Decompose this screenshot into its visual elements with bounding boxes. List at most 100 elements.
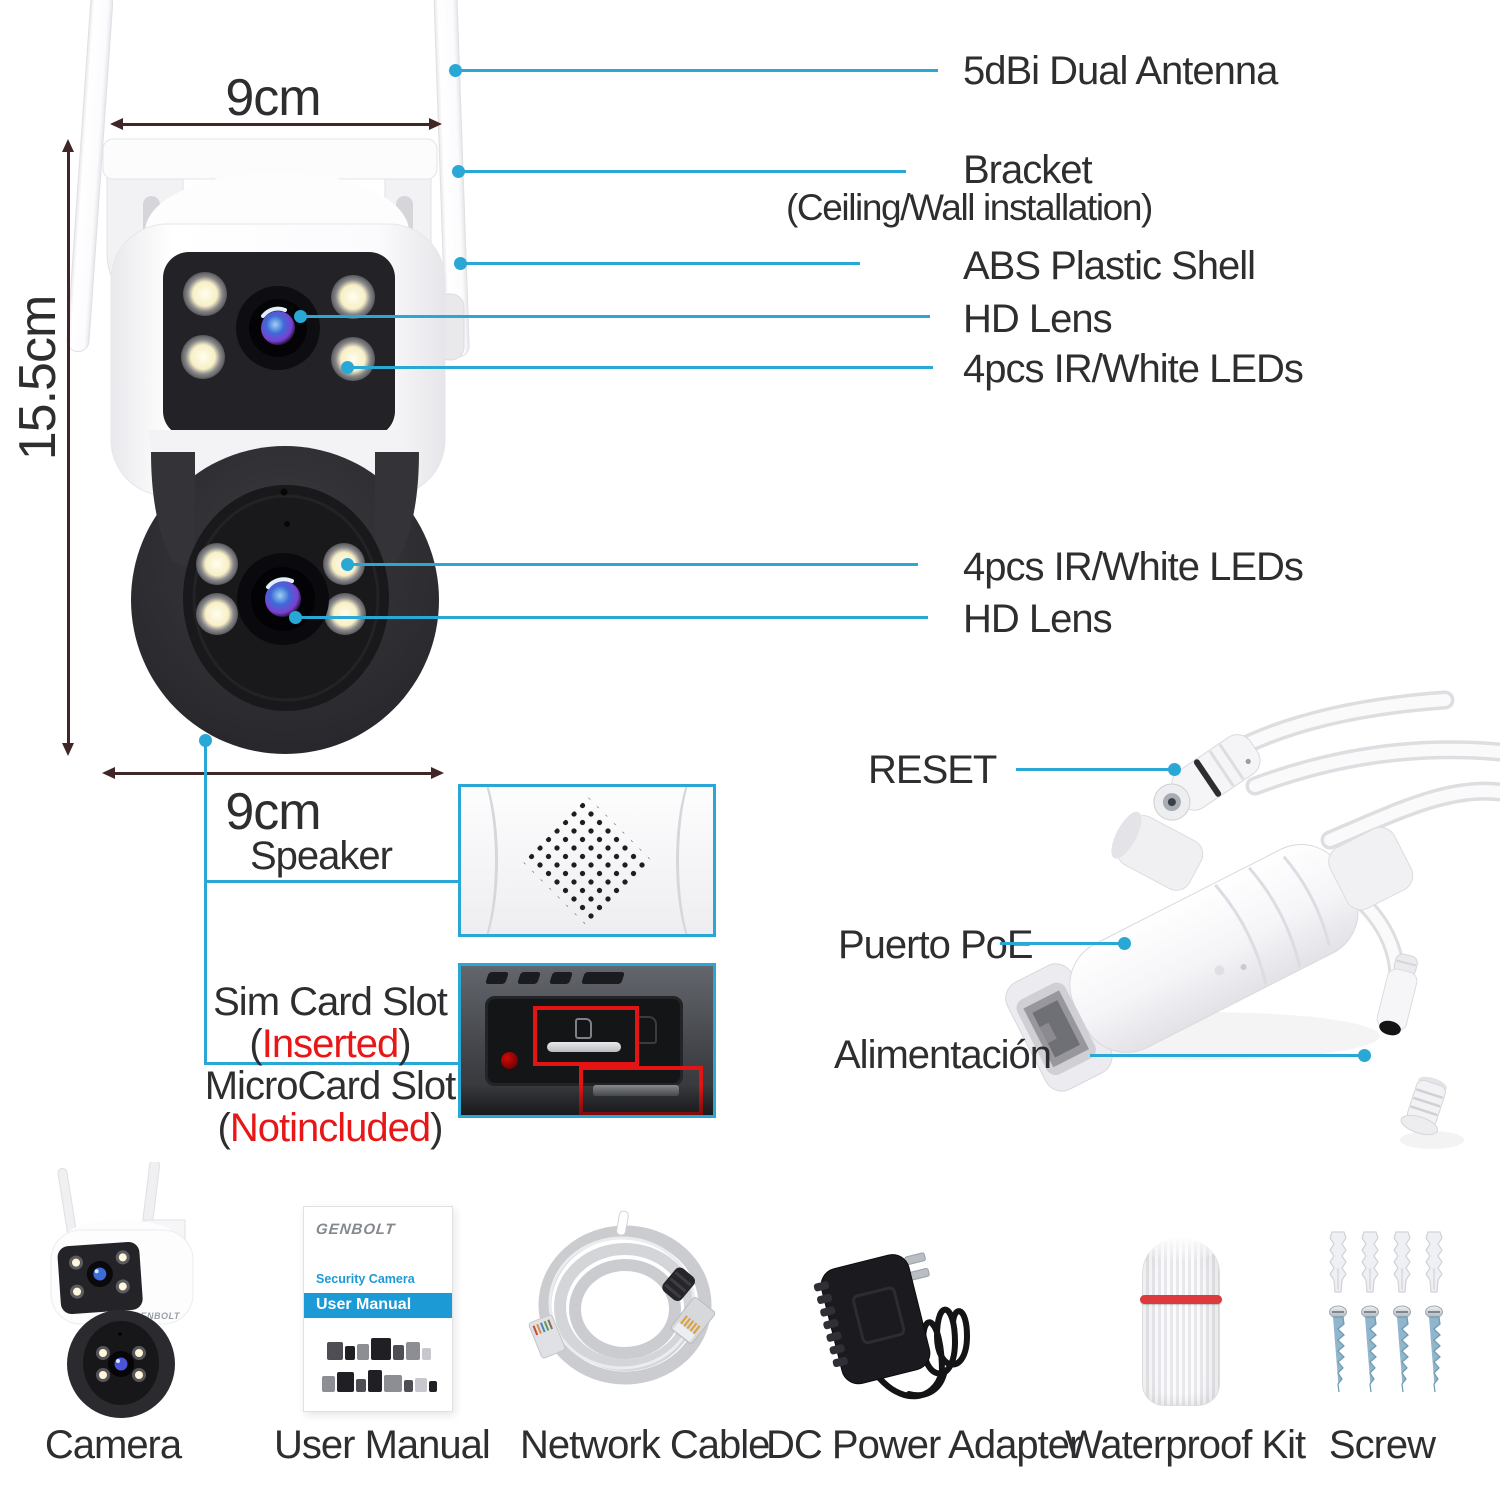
cable-bundle-photo [1005,690,1500,1149]
caption-network-cable: Network Cable [520,1423,770,1467]
label-hd-lens-top: HD Lens [963,297,1113,341]
arrowhead [62,743,74,756]
shadow [461,1085,713,1115]
rj45-connector-icon [528,1314,566,1359]
label-reset: RESET [868,748,997,792]
label-speaker: Speaker [250,834,393,878]
callout-dot [1358,1049,1371,1062]
arrowhead [429,118,442,130]
vent [549,972,573,984]
manual-product-montage [316,1338,442,1360]
sim-highlight-box [533,1006,639,1066]
callout-dot [294,310,307,323]
bottom-width-label: 9cm [225,783,321,841]
sim-card-icon [575,1018,592,1039]
mini-upper-panel [57,1241,143,1315]
label-sim-status: (Inserted) [249,1022,411,1066]
reset-plug [1153,734,1261,821]
top-width-line [122,123,430,126]
left-antenna-icon [66,0,114,353]
callout-line-reset [1016,768,1172,771]
callout-dot [1168,763,1181,776]
sim-status-value: Inserted [261,1022,400,1066]
callout-dot [289,611,302,624]
speaker-photo [458,784,716,937]
callout-dot [341,361,354,374]
caption-screw: Screw [1328,1423,1436,1467]
micro-sd-slot [593,1085,679,1096]
camera-photo [66,0,470,754]
speaker-edge [461,787,498,934]
accessory-waterproof-kit-photo [1140,1238,1222,1406]
label-antenna: 5dBi Dual Antenna [963,49,1278,93]
accessory-screws-photo [1328,1231,1444,1393]
callout-line-leds-bottom [353,563,918,566]
label-power: Alimentación [834,1033,1052,1077]
accessory-power-adapter-photo [813,1252,971,1400]
callout-dot [1118,937,1131,950]
label-bracket-sub: (Ceiling/Wall installation) [786,187,1153,228]
label-leds-top: 4pcs IR/White LEDs [963,347,1304,391]
caption-waterproof-kit: Waterproof Kit [1065,1423,1306,1467]
callout-line-antenna [461,69,938,72]
callout-line-bracket [464,170,906,173]
callout-line-leds-top [353,366,933,369]
label-bracket: Bracket [963,148,1093,192]
micro-status-value: Notincluded [229,1106,431,1150]
accessory-network-cable-photo [528,1210,716,1385]
upper-camera-panel [163,252,395,437]
callout-dot [341,558,354,571]
cable-boot [662,1267,696,1301]
height-label: 15.5cm [9,295,67,461]
accessory-camera-photo: GENBOLT [50,1162,194,1418]
callout-line-shell [466,262,860,265]
connector-line-speaker [204,880,460,883]
callout-line-poe [1000,942,1122,945]
power-connector [1376,953,1418,1036]
vent [581,972,625,984]
arrowhead [62,139,74,152]
connector-vertical-line [204,741,207,1065]
poe-dongle [1005,826,1414,1092]
accessory-manual-photo: GENBOLT Security Camera User Manual [303,1206,453,1412]
sim-labels: Sim Card Slot (Inserted) MicroCard Slot … [160,981,500,1149]
manual-title-banner: User Manual [304,1293,452,1318]
sd-highlight-box [579,1066,703,1115]
manual-subtitle: Security Camera [316,1272,415,1286]
callout-line-power [1090,1054,1362,1057]
reset-hole-icon [501,1052,518,1069]
bottom-width-line [114,772,432,775]
speaker-edge [676,787,713,934]
label-micro-status: (Notincluded) [217,1106,444,1150]
arrowhead [431,767,444,779]
upper-hd-lens-icon [236,286,320,370]
callout-dot [449,64,462,77]
vent [485,972,509,984]
caption-camera: Camera [44,1423,182,1467]
rj45-connector-icon [670,1297,716,1344]
label-micro-title: MicroCard Slot [204,1064,457,1108]
callout-dot [452,165,465,178]
manual-product-montage [316,1370,442,1392]
lower-hd-lens-icon [237,553,329,645]
caption-power-adapter: DC Power Adapter [766,1423,1082,1467]
callout-line-hd-lens-top [306,315,930,318]
top-width-label: 9cm [225,69,321,127]
label-sim-title: Sim Card Slot [213,980,448,1024]
vent [517,972,541,984]
brand-logo: GENBOLT [315,1221,397,1238]
lower-camera-ball [131,446,439,754]
height-line [67,150,70,744]
label-hd-lens-bottom: HD Lens [963,597,1113,641]
callout-dot [454,257,467,270]
sd-card-icon [637,1016,657,1044]
rj45-port-icon [1016,982,1096,1076]
caption-user-manual: User Manual [274,1423,491,1467]
callout-dot [199,734,212,747]
cable-elbow [1111,811,1204,891]
label-shell: ABS Plastic Shell [963,244,1256,288]
callout-line-hd-lens-bottom [301,616,928,619]
arrowhead [110,118,123,130]
adapter-body [813,1252,931,1385]
svg-text:GENBOLT: GENBOLT [133,1311,181,1321]
